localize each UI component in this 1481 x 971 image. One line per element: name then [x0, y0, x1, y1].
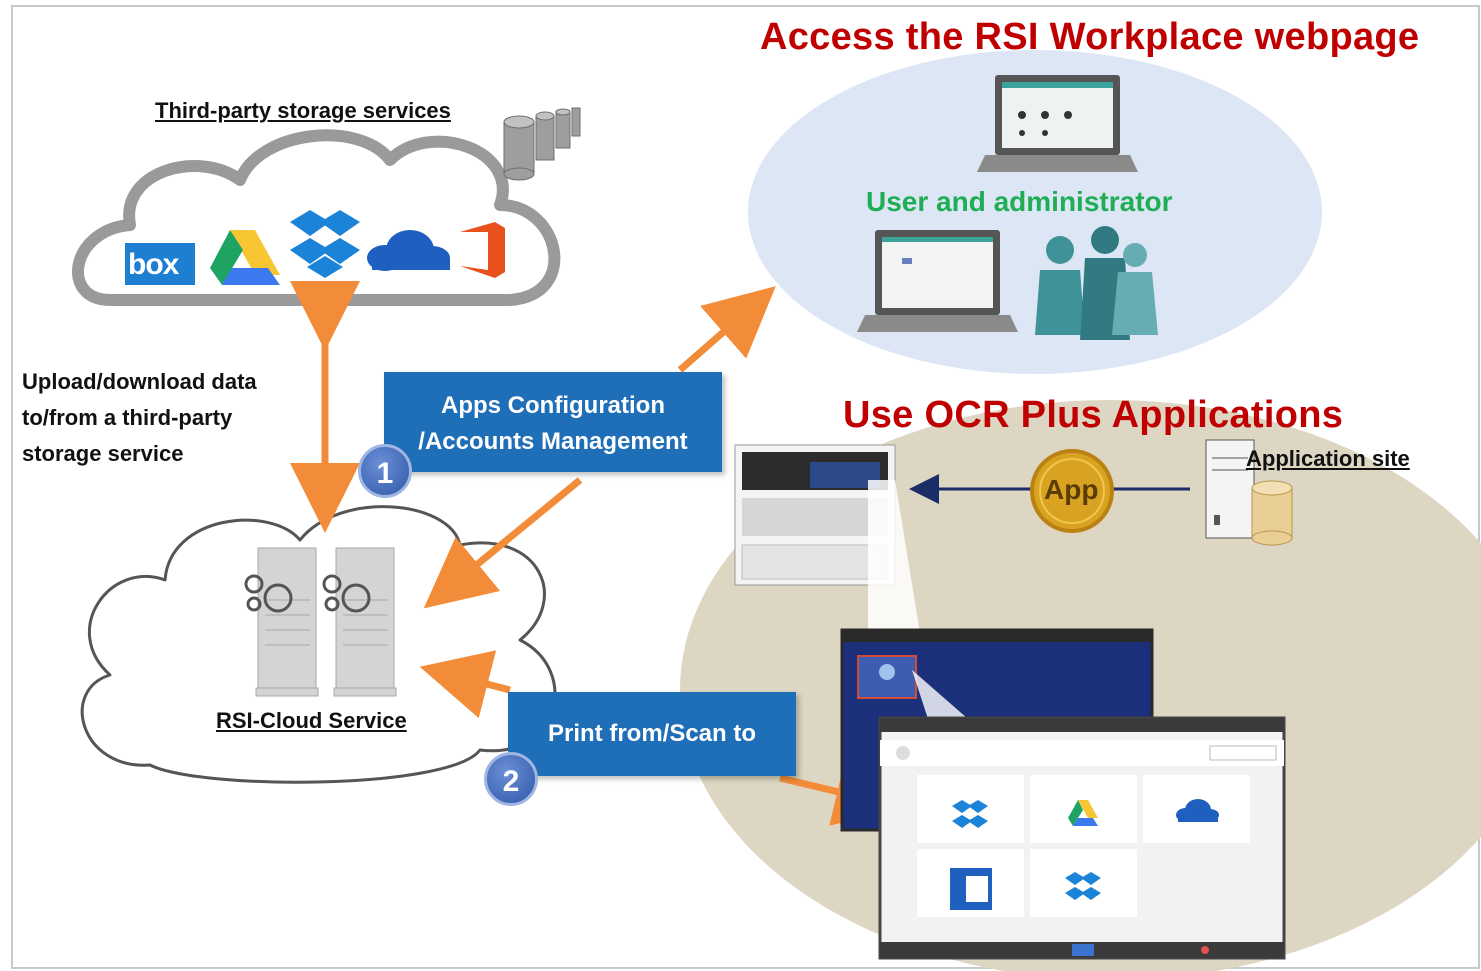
dropbox-tile-2-icon: [1065, 872, 1101, 900]
label-rsi-cloud: RSI-Cloud Service: [216, 708, 407, 733]
database-icon: [503, 107, 581, 181]
people-icon: [1035, 226, 1158, 340]
google-drive-tile-icon: [1068, 800, 1098, 826]
step-1-box: Apps Configuration /Accounts Management: [384, 372, 722, 472]
step-2-label: Print from/Scan to: [547, 720, 757, 747]
laptop-icon-top: [977, 75, 1138, 172]
upload-download-line: storage service: [22, 441, 184, 466]
laptop-icon-bottom: [857, 230, 1018, 332]
panel-screen-front: [878, 716, 1286, 960]
label-third-party-storage: Third-party storage services: [155, 98, 451, 123]
label-application-site: Application site: [1246, 446, 1410, 471]
dropbox-tile-icon: [952, 800, 988, 828]
rsi-cloud-shape: [80, 505, 557, 784]
app-server-icon: [1205, 439, 1255, 539]
dropbox-icon: [290, 210, 360, 278]
heading-access-webpage: Access the RSI Workplace webpage: [760, 16, 1420, 58]
frame-border: [11, 5, 1480, 969]
step-2-badge: 2: [484, 752, 538, 806]
app-coin-icon: [1030, 449, 1114, 533]
to-cloud-arrow: [423, 477, 583, 609]
scan-to-cloud-arrow: [419, 650, 511, 719]
office-icon: [460, 222, 505, 278]
app-database-icon: [1251, 480, 1293, 546]
step-1-badge: 1: [358, 444, 412, 498]
onedrive-tile-icon: [1176, 799, 1219, 822]
box-logo-text: box: [128, 248, 179, 281]
label-user-admin: User and administrator: [866, 186, 1173, 217]
upload-download-line: Upload/download data: [22, 369, 257, 394]
step-2-box: Print from/Scan to: [508, 692, 796, 776]
box-logo-icon: [125, 243, 195, 285]
upload-download-line: to/from a third-party: [22, 405, 233, 430]
server-icon: [255, 547, 397, 697]
onedrive-icon: [367, 230, 450, 271]
heading-ocr-apps: Use OCR Plus Applications: [843, 394, 1344, 436]
gear-icon: [244, 574, 371, 613]
sharepoint-tile-icon: [950, 868, 992, 910]
google-drive-icon: [210, 230, 280, 285]
step-1-line2: /Accounts Management: [418, 428, 688, 455]
app-coin-label: App: [1044, 474, 1099, 505]
to-workplace-arrow: [677, 286, 776, 373]
step-1-line1: Apps Configuration: [441, 392, 665, 419]
upload-download-description: Upload/download data to/from a third-par…: [22, 364, 257, 472]
